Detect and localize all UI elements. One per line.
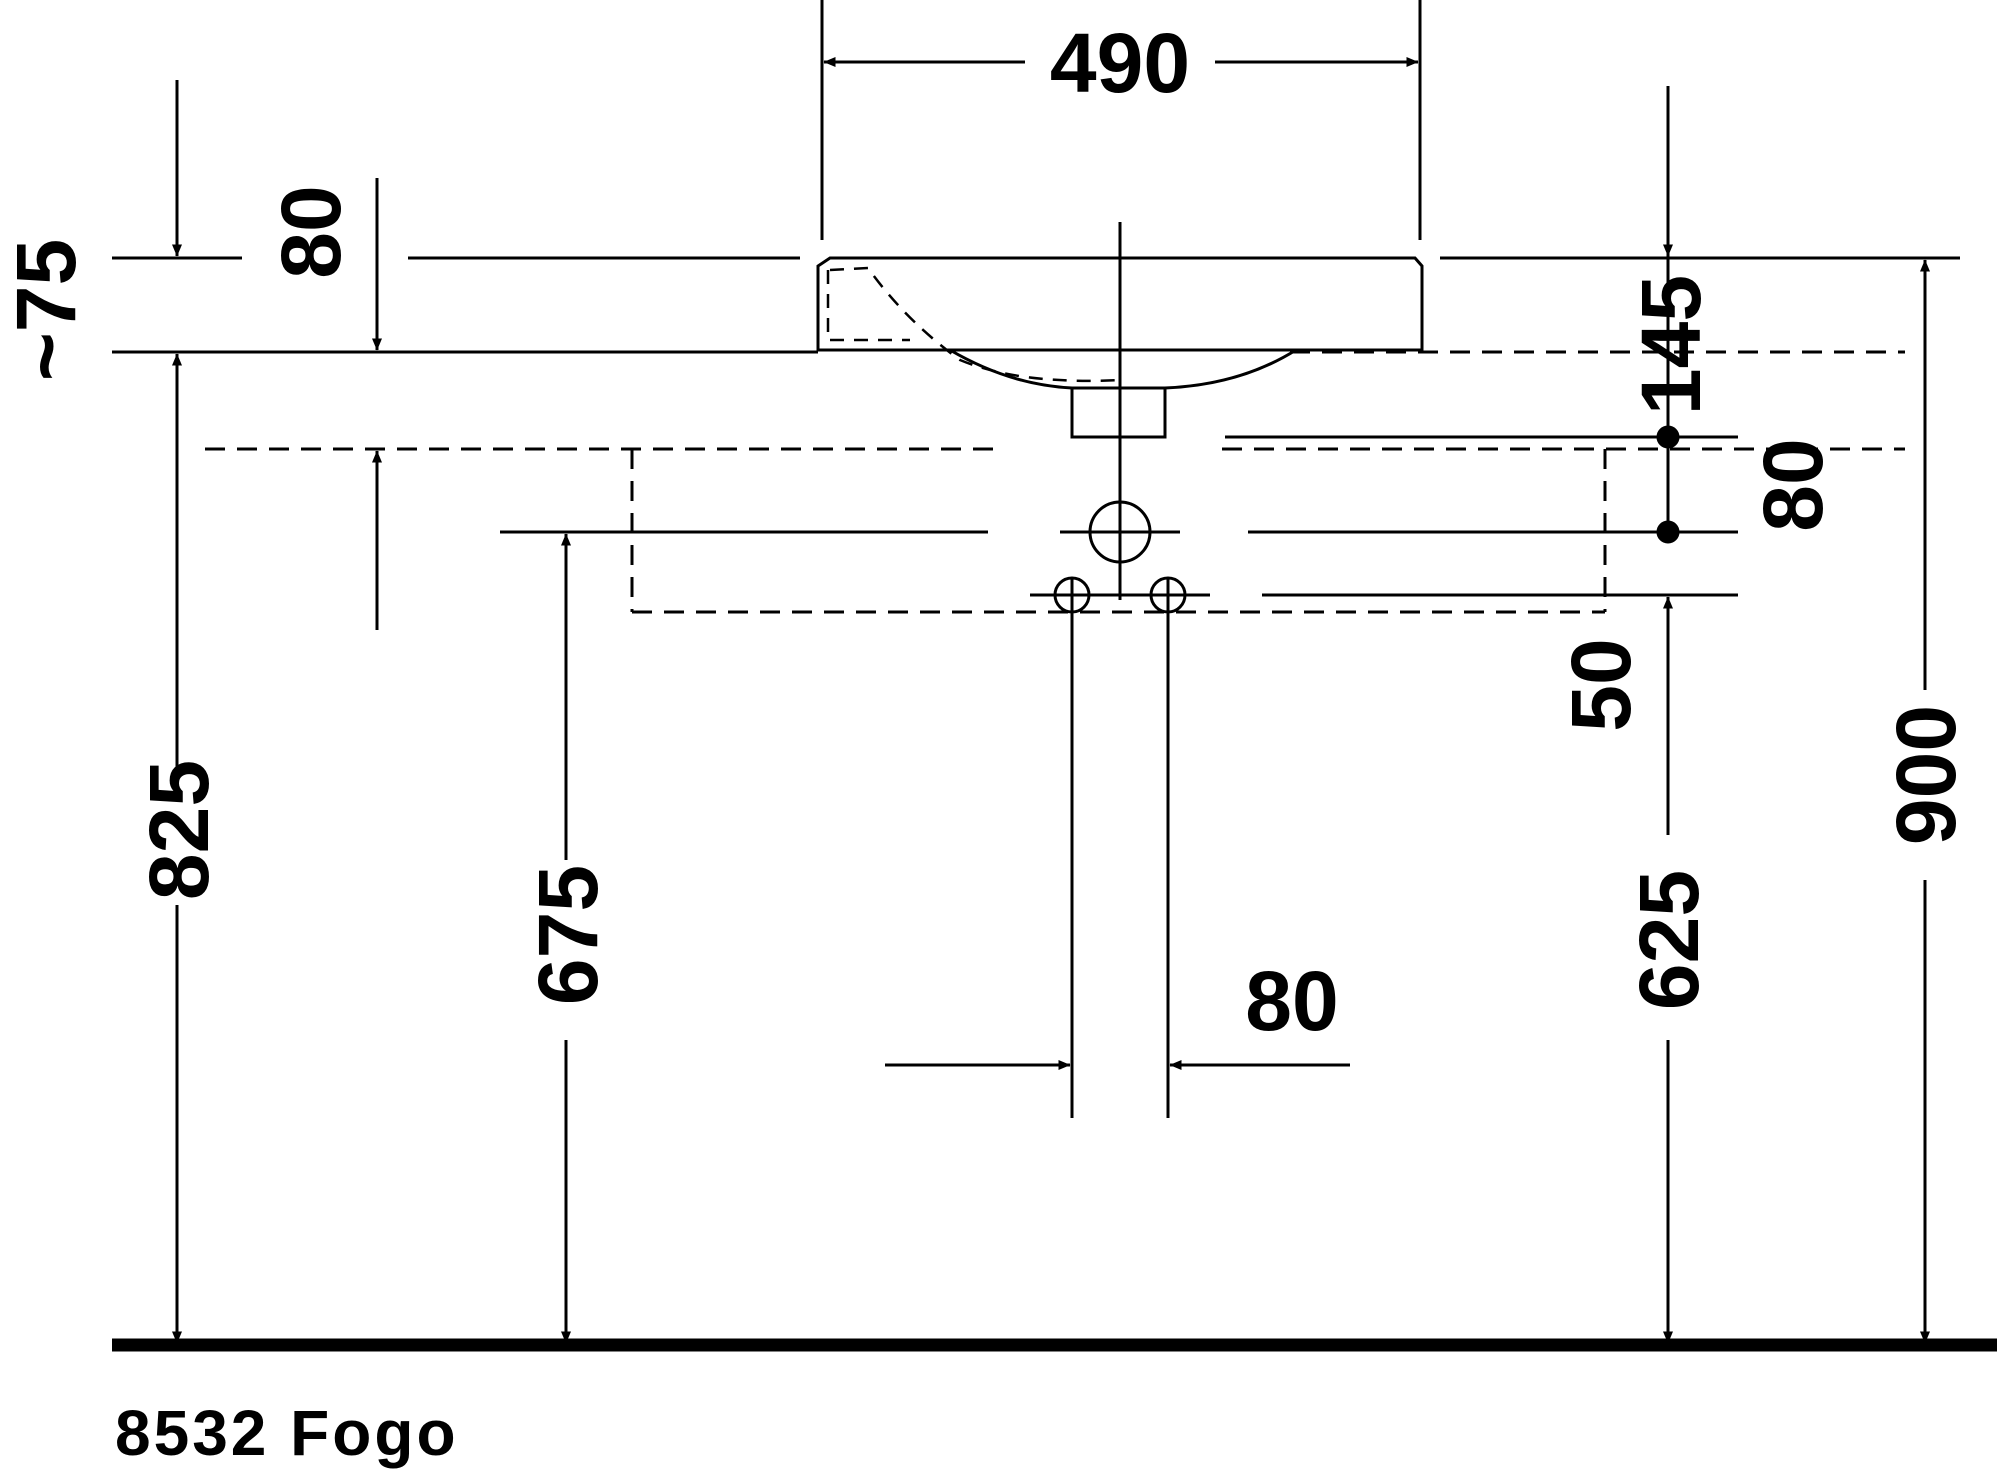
dim-675-label: 675 [521,865,615,1005]
basin-inner-dashed-left [826,270,910,342]
dim-80-rim-label: 80 [264,185,358,278]
dim-80-supply-label: 80 [1245,954,1338,1048]
basin-profile [816,256,1424,352]
dim-625-label: 625 [1622,870,1716,1010]
dim-825-label: 825 [132,760,226,900]
dim-900-label: 900 [1879,705,1973,845]
dim-80-outlet-label: 80 [1746,438,1840,531]
dim-dot-lower [1656,520,1680,544]
dim-dot-upper [1656,425,1680,449]
product-caption: 8532 Fogo [115,1397,459,1469]
dim-145-label: 145 [1624,275,1718,415]
basin-inner-dashed [829,266,1121,383]
dim-50-label: 50 [1554,638,1648,731]
basin-bowl [949,348,1297,390]
dim-75-label: ~75 [0,239,93,382]
dim-490-label: 490 [1050,16,1190,110]
